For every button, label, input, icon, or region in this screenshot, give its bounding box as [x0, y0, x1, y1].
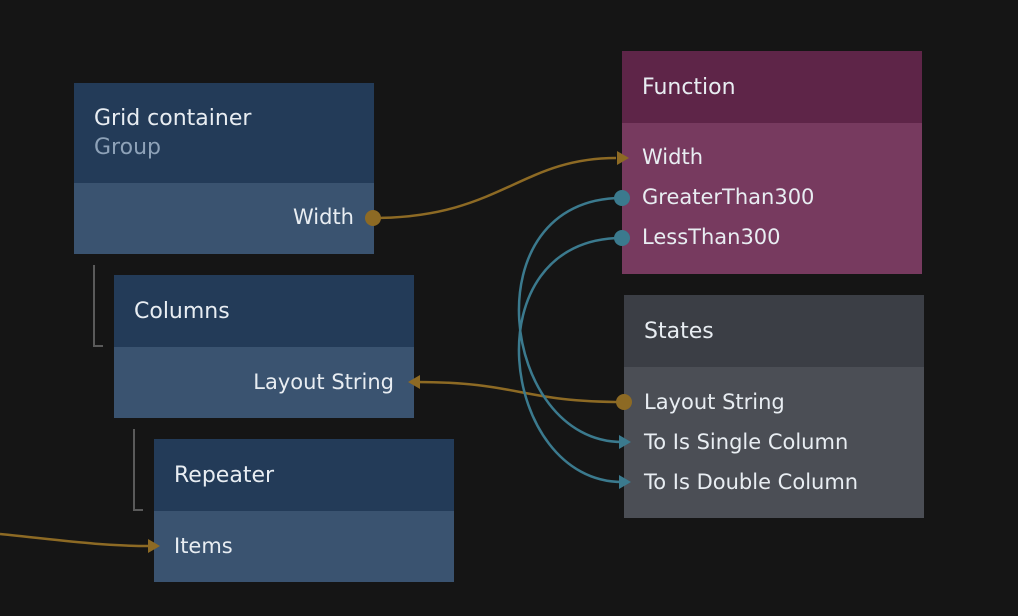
function-header[interactable]: Function — [622, 51, 922, 123]
grid-container-title: Grid container — [94, 106, 252, 131]
columns-body: Layout String — [114, 347, 414, 418]
hierarchy-connector-repeater — [133, 429, 143, 511]
grid-container-subtitle: Group — [94, 135, 161, 160]
hierarchy-connector-columns — [93, 265, 103, 347]
function-width-port-label[interactable]: Width — [642, 145, 704, 169]
states-header[interactable]: States — [624, 295, 924, 367]
wire-incoming-to-repeater-items — [0, 532, 151, 548]
grid-container-header[interactable]: Grid container Group — [74, 83, 374, 183]
columns-header[interactable]: Columns — [114, 275, 414, 347]
repeater-items-port-label[interactable]: Items — [174, 534, 233, 558]
grid-container-node[interactable]: Grid container Group Width — [74, 83, 374, 254]
function-greaterthan300-port-label[interactable]: GreaterThan300 — [642, 185, 815, 209]
function-node[interactable]: Function Width GreaterThan300 LessThan30… — [622, 51, 922, 274]
function-body: Width GreaterThan300 LessThan300 — [622, 123, 922, 274]
function-title: Function — [642, 74, 736, 100]
wire-layout-string-to-columns — [415, 380, 625, 404]
repeater-body: Items — [154, 511, 454, 582]
columns-layout-string-port-label[interactable]: Layout String — [253, 370, 394, 394]
function-lessthan300-port-label[interactable]: LessThan300 — [642, 225, 781, 249]
states-body: Layout String To Is Single Column To Is … — [624, 367, 924, 518]
repeater-title: Repeater — [174, 462, 275, 488]
states-to-is-double-column-port-label[interactable]: To Is Double Column — [644, 470, 859, 494]
wire-width-to-function-width — [372, 156, 617, 220]
wire-less-than-to-double-column — [517, 236, 623, 484]
repeater-node[interactable]: Repeater Items — [154, 439, 454, 582]
grid-container-width-port-label[interactable]: Width — [292, 205, 354, 229]
columns-node[interactable]: Columns Layout String — [114, 275, 414, 418]
grid-container-body: Width — [74, 183, 374, 254]
states-node[interactable]: States Layout String To Is Single Column… — [624, 295, 924, 518]
columns-title: Columns — [134, 298, 230, 324]
states-title: States — [644, 318, 714, 344]
states-to-is-single-column-port-label[interactable]: To Is Single Column — [644, 430, 849, 454]
wire-greater-than-to-single-column — [517, 196, 623, 444]
states-layout-string-port-label[interactable]: Layout String — [644, 390, 785, 414]
repeater-header[interactable]: Repeater — [154, 439, 454, 511]
